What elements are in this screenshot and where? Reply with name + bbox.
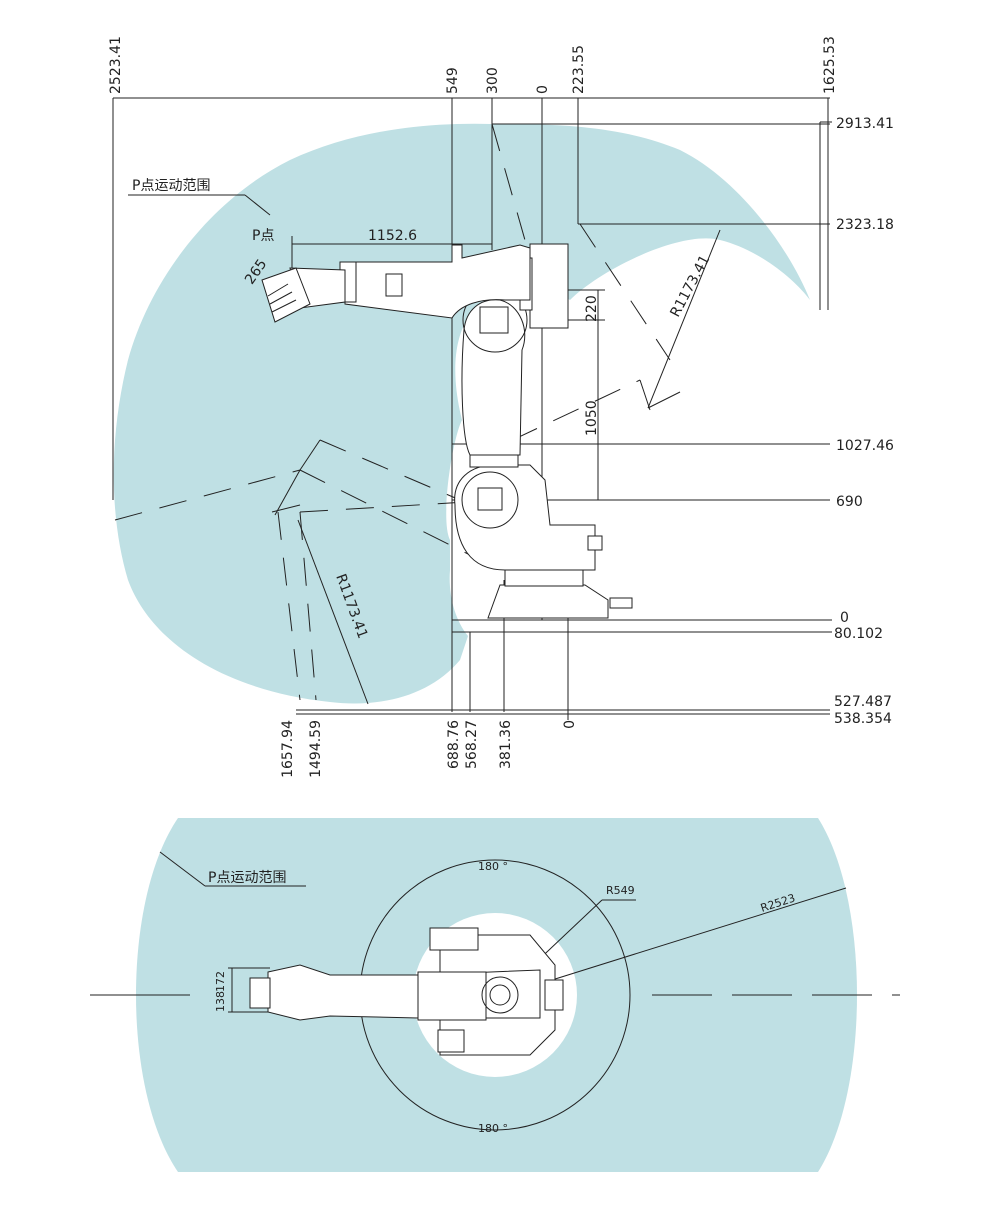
right-dimension-labels: 2913.41 2323.18 1027.46 690 0 80.102 527… [834,116,894,727]
offset-220-dim: 220 [584,295,600,322]
dim-right-538: 538.354 [834,711,892,727]
dim-top-223: 223.55 [571,45,587,94]
dim-top-2523: 2523.41 [108,36,124,94]
top-range-label: P点运动范围 [208,869,286,886]
dim-bottom-381: 381.36 [498,720,514,769]
bottom-dimension-labels: 1657.94 1494.59 688.76 568.27 381.36 0 [280,720,578,778]
dim-bottom-0: 0 [562,720,578,729]
dim-top-1625: 1625.53 [822,36,838,94]
dim-bottom-568: 568.27 [464,720,480,769]
dim-top-0: 0 [535,85,551,94]
arm-length-dim: 1152.6 [368,228,417,244]
dim-right-527: 527.487 [834,694,892,710]
top-inner-radius: R549 [606,884,635,897]
dim-right-2913: 2913.41 [836,116,894,132]
top-dimension-labels: 2523.41 549 300 0 223.55 1625.53 [108,36,838,94]
dim-right-690: 690 [836,494,863,510]
side-envelope [113,123,811,704]
p-point-label: P点 [252,228,274,244]
dim-bottom-688: 688.76 [446,720,462,769]
dim-right-1027: 1027.46 [836,438,894,454]
side-range-label: P点运动范围 [132,177,210,194]
dim-bottom-1494: 1494.59 [308,720,324,778]
top-angle-bottom: 180 ° [478,1122,508,1135]
dim-right-0: 0 [840,610,849,626]
top-robot [249,927,564,1056]
dim-bottom-1657: 1657.94 [280,720,296,778]
side-view: P点运动范围 P点 1152.6 265 220 1050 R1173.41 R… [108,36,894,778]
side-radius-lines [271,229,721,705]
offset-1050-dim: 1050 [584,400,600,436]
top-view: P点运动范围 180 ° 180 ° R549 R2523 138 172 [90,818,900,1172]
dim-right-2323: 2323.18 [836,217,894,233]
dim-right-80: 80.102 [834,626,883,642]
side-robot [261,243,633,619]
flange-dim-138: 138 [214,991,227,1012]
top-angle-top: 180 ° [478,860,508,873]
dim-top-300: 300 [485,67,501,94]
dim-top-549: 549 [445,67,461,94]
radius-upper-dim: R1173.41 [667,253,713,320]
flange-dim-172: 172 [214,971,227,992]
